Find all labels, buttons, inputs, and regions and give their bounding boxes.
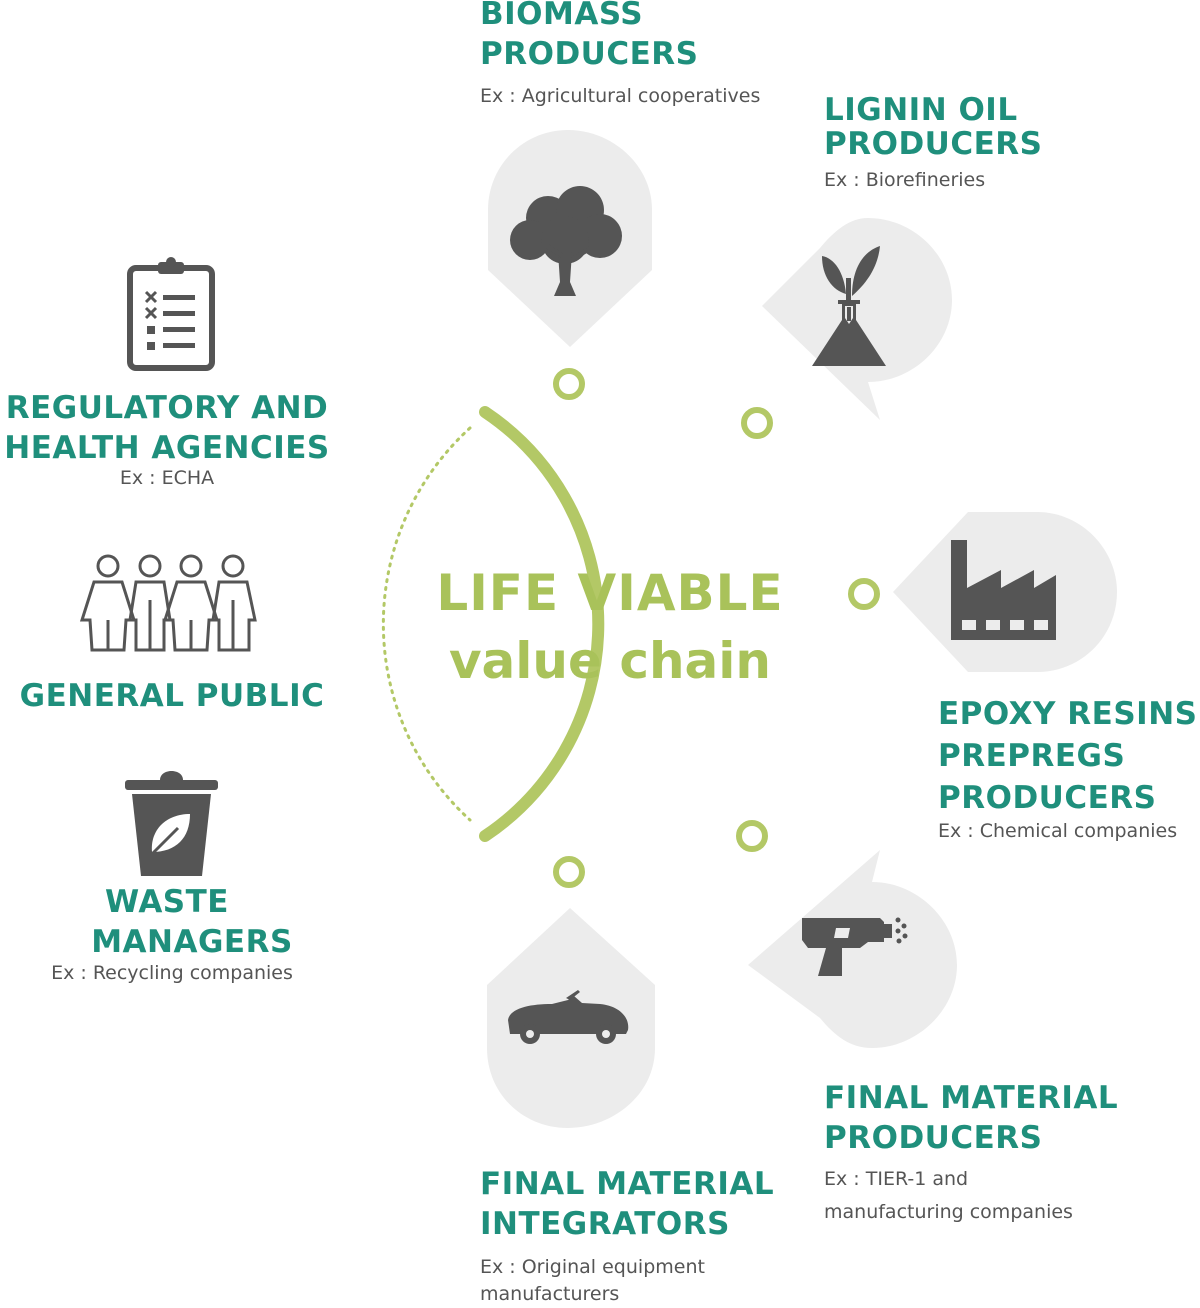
integrators-example-line1: Ex : Original equipment [480, 1256, 705, 1278]
final-producers-title-line1: FINAL MATERIAL [824, 1080, 1119, 1116]
ring-node-integrators [553, 856, 585, 888]
car-icon [508, 990, 629, 1044]
ring-solid-arc [479, 406, 605, 842]
final-producers-title-line2: PRODUCERS [824, 1120, 1043, 1156]
people-group-icon [79, 554, 257, 652]
waste-title-line1: WASTE [105, 884, 229, 920]
epoxy-title-line2: PREPREGS [938, 738, 1126, 774]
regulatory-title-line2: HEALTH AGENCIES [4, 430, 330, 466]
ring-node-final-producers [736, 820, 768, 852]
biomass-title-line1: BIOMASS [480, 0, 644, 32]
plant-flask-icon [812, 246, 886, 366]
ring-dotted-arc [381, 426, 472, 822]
tree-icon [510, 186, 622, 296]
integrators-title-line1: FINAL MATERIAL [480, 1166, 775, 1202]
badge-final-producers [748, 850, 957, 1048]
lignin-title-line2: PRODUCERS [824, 126, 1043, 162]
waste-title-line2: MANAGERS [91, 924, 293, 960]
center-title-line1: LIFE VIABLE [436, 564, 784, 622]
waste-example: Ex : Recycling companies [51, 962, 293, 984]
integrators-example-line2: manufacturers [480, 1283, 620, 1305]
spray-gun-icon [802, 917, 908, 976]
final-producers-example-line2: manufacturing companies [824, 1201, 1073, 1223]
badge-shape [748, 850, 957, 1048]
value-chain-ring [381, 368, 880, 888]
ring-node-lignin [741, 407, 773, 439]
regulatory-title-line1: REGULATORY AND [5, 390, 329, 426]
final-producers-example-line1: Ex : TIER-1 and [824, 1168, 969, 1190]
factory-icon [951, 540, 1056, 640]
regulatory-example: Ex : ECHA [119, 467, 215, 489]
lignin-title-line1: LIGNIN OIL [824, 92, 1018, 128]
epoxy-example: Ex : Chemical companies [938, 820, 1178, 842]
integrators-title-line2: INTEGRATORS [480, 1206, 730, 1242]
epoxy-title-line1: EPOXY RESINS [938, 696, 1198, 732]
general-public-title: GENERAL PUBLIC [19, 678, 325, 714]
ring-node-biomass [553, 368, 585, 400]
badge-shape [762, 218, 952, 420]
center-title-line2: value chain [448, 632, 772, 690]
epoxy-title-line3: PRODUCERS [938, 780, 1157, 816]
clipboard-checklist-icon [127, 257, 215, 371]
ring-node-epoxy [848, 578, 880, 610]
badge-lignin [762, 218, 952, 420]
leaf-bin-icon [125, 771, 218, 876]
biomass-title-line2: PRODUCERS [480, 36, 699, 72]
lignin-example: Ex : Biorefineries [824, 169, 986, 191]
biomass-example: Ex : Agricultural cooperatives [480, 85, 761, 107]
